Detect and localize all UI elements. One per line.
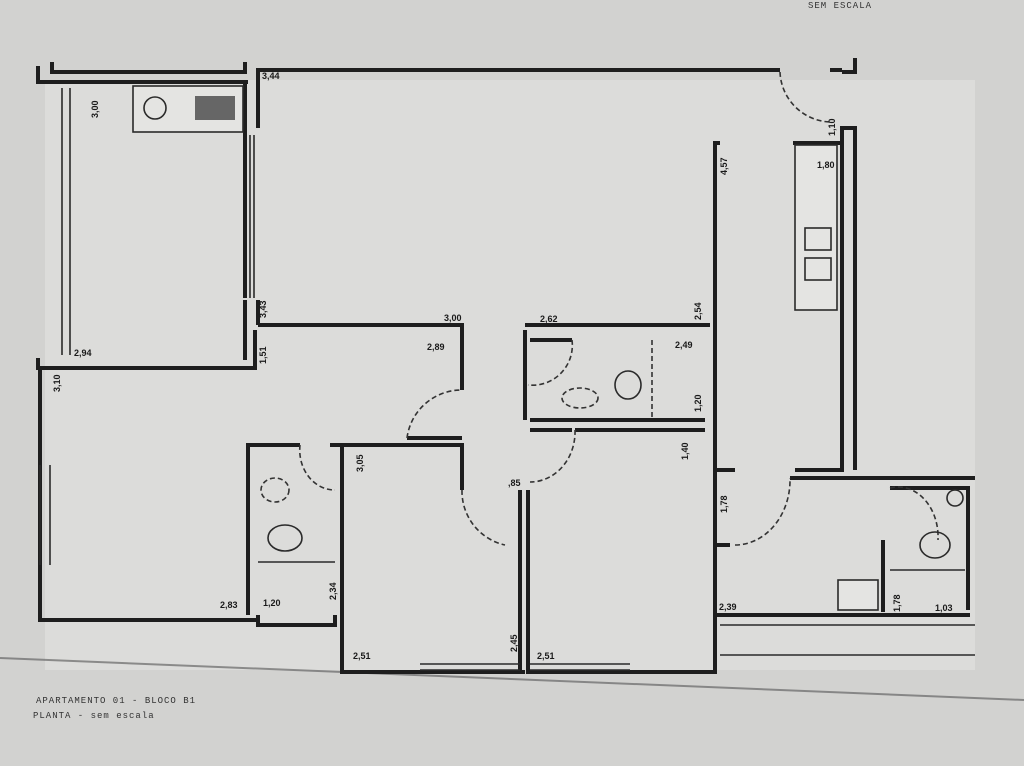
wall-top-main (256, 58, 857, 128)
washbasin-icon (195, 96, 235, 120)
door-bath-arc (298, 444, 336, 491)
dim-label: 1,78 (719, 495, 729, 513)
window-bedroom3 (530, 663, 630, 671)
window-left-room (61, 88, 71, 355)
dim-label: 2,83 (220, 600, 238, 610)
wall-bedroom1 (38, 330, 258, 622)
dim-label: 4,57 (719, 157, 729, 175)
dim-label: 1,03 (935, 603, 953, 613)
sink-bowl-icon (804, 257, 832, 281)
dim-label: 2,94 (74, 348, 92, 358)
door-service-wc-arc (889, 486, 939, 541)
dim-label: 3,43 (258, 300, 268, 318)
caption-subtitle: PLANTA - sem escala (33, 711, 155, 721)
wall-left-room-glass (249, 135, 255, 298)
dim-label: 2,51 (537, 651, 555, 661)
fixtures (132, 85, 965, 611)
tank-icon (143, 96, 167, 120)
dim-label: 1,10 (827, 118, 837, 136)
wall-bath (246, 443, 420, 674)
door-entry-arc (779, 71, 831, 123)
basin-icon (946, 489, 964, 507)
wall-wc (523, 323, 710, 432)
door-bedroom3-arc (529, 429, 576, 483)
dim-label: 2,54 (693, 302, 703, 320)
dim-label: 2,51 (353, 651, 371, 661)
dim-label: 2,49 (675, 340, 693, 350)
dim-label: 2,34 (328, 582, 338, 600)
dim-label: 3,10 (52, 374, 62, 392)
sink-bowl-icon (804, 227, 832, 251)
wall-top-left (36, 66, 248, 84)
dim-label: 2,62 (540, 314, 558, 324)
dim-label: 2,45 (509, 634, 519, 652)
tank-icon (837, 579, 879, 611)
dim-label: 1,78 (892, 594, 902, 612)
doors (298, 71, 939, 546)
walls (36, 58, 975, 674)
dim-label: 3,44 (262, 71, 280, 81)
dim-label: 3,00 (90, 100, 100, 118)
dim-label: 3,05 (355, 454, 365, 472)
scale-note: SEM ESCALA (808, 1, 872, 11)
wall-left-room-right (243, 82, 260, 360)
toilet-icon (919, 531, 951, 559)
dim-label: 2,39 (719, 602, 737, 612)
toilet-icon (267, 524, 303, 552)
paper-fold-line (0, 657, 1024, 701)
window-bedroom2 (420, 663, 520, 671)
dimension-labels: 3,00 3,44 3,43 2,94 3,10 1,51 3,00 2,89 … (52, 71, 953, 661)
door-service-arc (734, 477, 791, 546)
dim-label: 3,00 (444, 313, 462, 323)
dim-label: 1,40 (680, 442, 690, 460)
wall-service (713, 476, 975, 617)
toilet-icon (614, 370, 642, 400)
caption-title: APARTAMENTO 01 - BLOCO B1 (36, 696, 196, 706)
dim-label: 1,80 (817, 160, 835, 170)
window-bedroom1 (39, 465, 51, 565)
dim-label: 2,89 (427, 342, 445, 352)
balcony-rail (50, 62, 247, 74)
basin-icon (561, 387, 599, 409)
dim-label: 1,51 (258, 346, 268, 364)
windows (39, 88, 975, 671)
wall-kitchen (715, 126, 857, 472)
door-hall-arc (406, 389, 463, 439)
dim-label: 1,20 (263, 598, 281, 608)
dim-label: 1,20 (693, 394, 703, 412)
wall-bedroom3 (420, 141, 720, 674)
wall-bedroom2 (342, 436, 522, 672)
door-bedroom2-arc (461, 489, 506, 546)
service-window (720, 624, 975, 656)
dim-label: ,85 (508, 478, 521, 488)
door-wc-arc (527, 339, 574, 387)
basin-icon (260, 477, 290, 503)
